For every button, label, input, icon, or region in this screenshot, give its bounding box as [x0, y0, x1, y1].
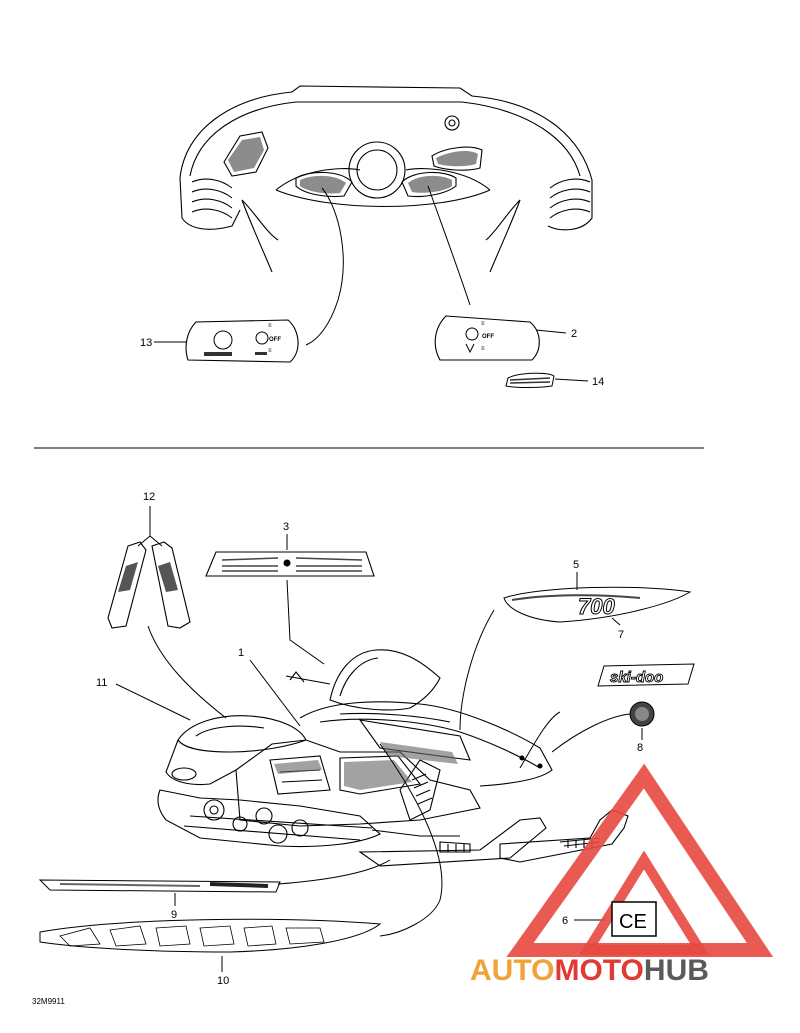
callout-11: 11	[96, 677, 107, 689]
callout-9: 9	[171, 909, 177, 921]
switch-label-right-off: OFF	[482, 334, 494, 340]
callout-8: 8	[637, 742, 643, 754]
switch-label-left-top: ≡	[268, 323, 272, 329]
leader-lines-upper	[154, 185, 589, 382]
decal-model-number: 700	[578, 594, 615, 619]
callout-13: 13	[140, 337, 152, 349]
decal-9-stripe	[38, 879, 281, 893]
callout-2: 2	[571, 328, 577, 340]
snowmobile-drawing	[157, 649, 629, 867]
callout-3: 3	[283, 521, 289, 533]
watermark-part-moto: MOTO	[554, 954, 643, 987]
pad-hatching	[228, 137, 478, 194]
decal-skidoo-text: ski-doo	[610, 669, 663, 686]
drawing-code: 32M9911	[32, 997, 65, 1006]
handlebar-console-drawing	[179, 85, 593, 273]
callout-6: 6	[562, 915, 568, 927]
ce-mark-decal: CE	[611, 901, 657, 937]
sled-shading	[274, 742, 458, 790]
ce-mark-text: CE	[619, 911, 647, 933]
watermark-part-hub: HUB	[644, 954, 709, 987]
callout-12: 12	[143, 491, 155, 503]
decal-10-outline-lettering	[39, 918, 382, 953]
callout-14: 14	[592, 376, 604, 388]
decal-skidoo-logo: ski-doo	[597, 663, 695, 687]
switch-label-left-off: OFF	[269, 337, 281, 343]
decal-8-emblem	[629, 701, 655, 727]
watermark-text: AUTOMOTOHUB	[470, 954, 709, 987]
decal-12-strips	[107, 506, 191, 629]
switch-decal-right: ≡ OFF ≡	[434, 315, 540, 361]
decal-3-info-plate	[205, 551, 375, 577]
leader-lines-lower	[115, 579, 631, 937]
callout-10: 10	[217, 975, 229, 987]
callout-5: 5	[573, 559, 579, 571]
callout-1: 1	[238, 647, 244, 659]
decal-5-7-model: 700	[503, 586, 692, 623]
switch-label-right-bottom: ≡	[481, 346, 485, 352]
switch-decal-left: ≡ OFF ≡	[185, 319, 299, 363]
switch-label-left-bottom: ≡	[268, 348, 272, 354]
switch-label-right-top: ≡	[481, 321, 485, 327]
small-decal-14	[505, 372, 555, 388]
callout-7: 7	[618, 629, 624, 641]
watermark-part-auto: AUTO	[470, 954, 554, 987]
